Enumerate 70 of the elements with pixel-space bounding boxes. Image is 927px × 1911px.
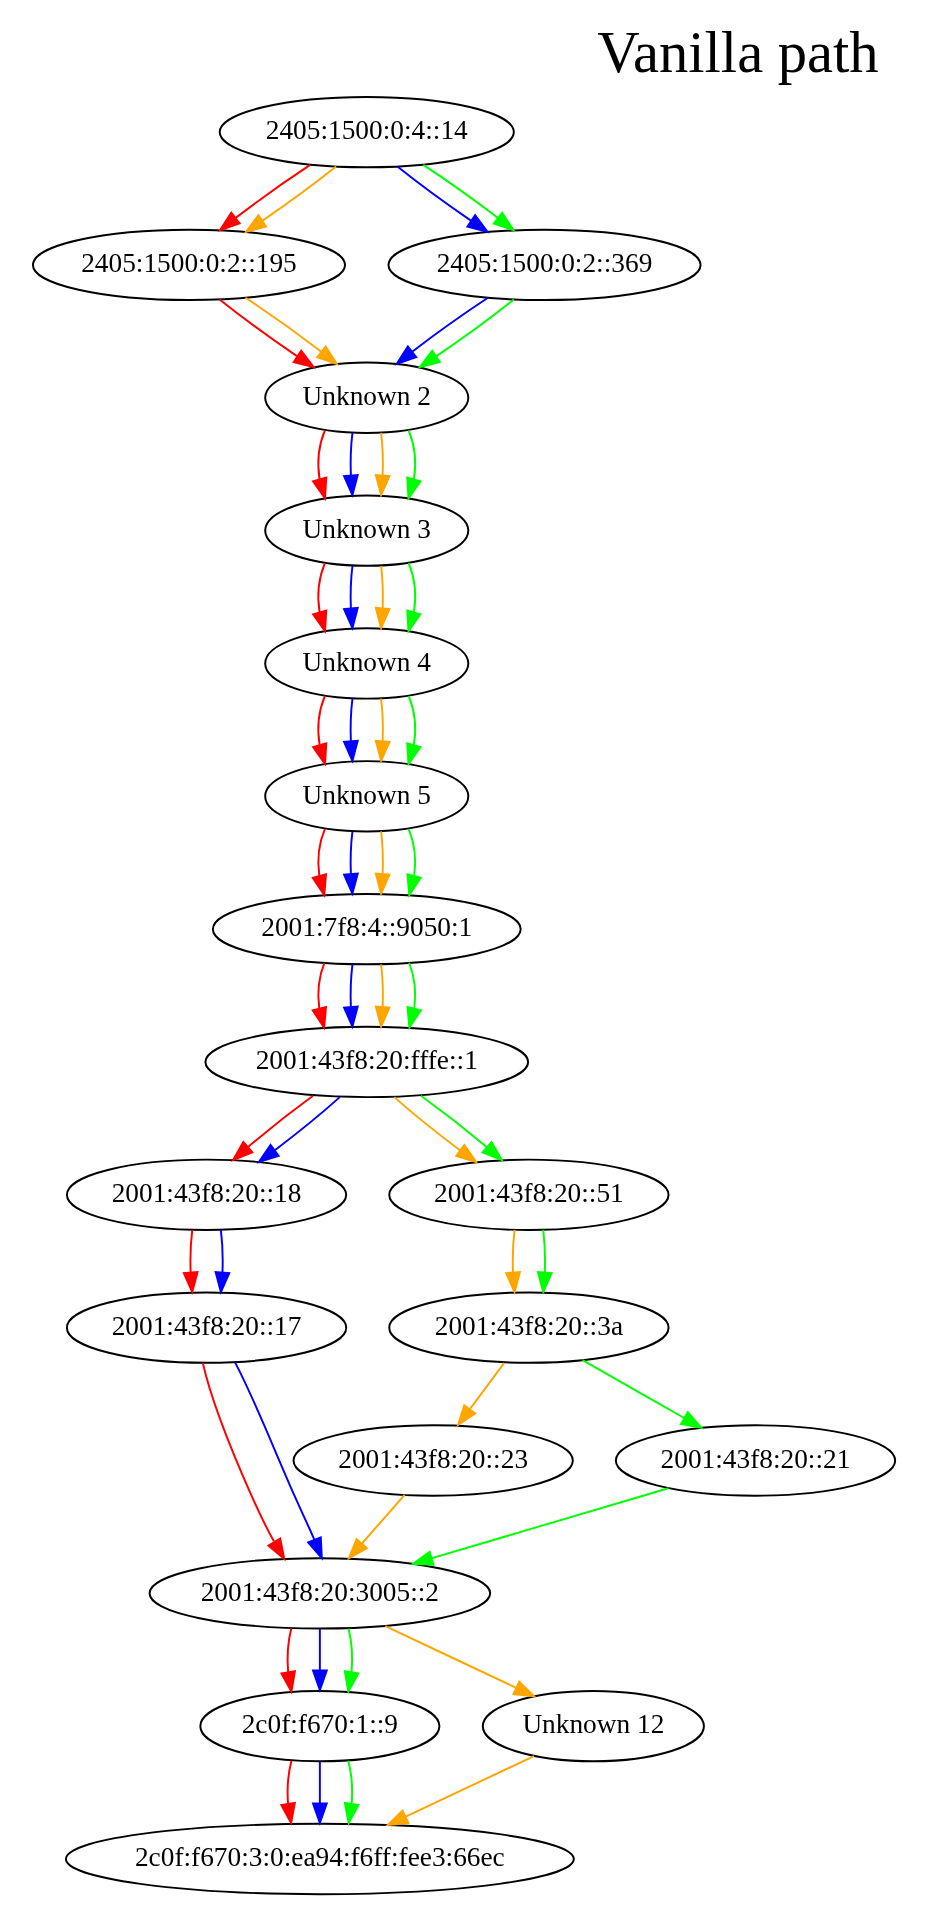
- arrow: [342, 564, 359, 631]
- arrow: [310, 961, 327, 1031]
- arrow: [201, 1362, 286, 1562]
- node-ellipse: 2001:43f8:20:fffe::1: [203, 1025, 529, 1099]
- arrow: [416, 298, 515, 369]
- arrow: [374, 431, 391, 499]
- node-ellipse: 2001:43f8:20::3a: [387, 1291, 670, 1364]
- arrow: [405, 827, 422, 898]
- arrow: [311, 429, 327, 502]
- node-ellipse: 2c0f:f670:1::9: [198, 1690, 440, 1763]
- diagram-title: Vanilla path: [596, 19, 879, 85]
- arrow: [311, 562, 327, 634]
- arrow: [393, 296, 489, 366]
- node-ellipse: 2405:1500:0:2::195: [31, 228, 346, 302]
- arrow: [405, 429, 422, 502]
- arrow: [419, 1094, 504, 1162]
- arrow: [218, 298, 316, 369]
- arrow: [405, 562, 422, 634]
- arrow: [405, 694, 422, 767]
- arrow: [233, 1361, 323, 1561]
- arrow: [342, 963, 359, 1030]
- arrow: [279, 1627, 296, 1695]
- arrow: [409, 1487, 669, 1566]
- arrow: [217, 163, 311, 232]
- arrow: [311, 1761, 328, 1826]
- arrow: [384, 1755, 535, 1827]
- node-ellipse: Unknown 4: [263, 627, 469, 700]
- arrow: [421, 163, 516, 232]
- arrow: [342, 431, 359, 499]
- arrow: [230, 1094, 314, 1162]
- node-ellipse: 2c0f:f670:3:0:ea94:f6ff:fee3:66ec: [64, 1822, 575, 1896]
- arrow: [383, 1625, 537, 1698]
- node-ellipse: 2405:1500:0:4::14: [218, 95, 515, 169]
- arrow: [311, 694, 327, 767]
- node-ellipse: 2405:1500:0:2::369: [387, 228, 702, 302]
- node-ellipse: Unknown 2: [263, 361, 469, 434]
- arrow: [405, 961, 422, 1031]
- arrow: [343, 1759, 360, 1827]
- arrow: [310, 827, 327, 898]
- arrow: [455, 1361, 505, 1428]
- arrow: [392, 1096, 478, 1164]
- arrow: [346, 1494, 406, 1561]
- arrow: [374, 564, 391, 631]
- arrow: [374, 963, 391, 1030]
- node-ellipse: 2001:43f8:20::51: [387, 1158, 670, 1231]
- node-ellipse: Unknown 5: [263, 760, 469, 833]
- node-ellipse: 2001:43f8:20::18: [65, 1158, 347, 1231]
- node-ellipse: 2001:7f8:4::9050:1: [211, 893, 522, 966]
- arrow: [504, 1229, 521, 1296]
- arrow: [343, 1627, 360, 1695]
- arrow: [374, 697, 391, 764]
- node-ellipse: Unknown 3: [263, 494, 469, 567]
- arrow: [581, 1359, 704, 1430]
- arrow: [311, 1628, 328, 1694]
- node-ellipse: 2001:43f8:20::23: [292, 1424, 574, 1497]
- arrow: [342, 830, 359, 897]
- node-ellipse: 2001:43f8:20:3005::2: [148, 1557, 491, 1630]
- arrow: [279, 1759, 296, 1827]
- arrow: [256, 1096, 341, 1164]
- arrow: [536, 1229, 553, 1296]
- arrow: [395, 165, 490, 234]
- node-ellipse: 2001:43f8:20::21: [614, 1424, 896, 1497]
- arrow: [244, 296, 339, 366]
- arrow: [243, 165, 337, 234]
- node-ellipse: Unknown 12: [481, 1690, 705, 1763]
- arrow: [342, 697, 359, 764]
- arrow: [374, 830, 391, 897]
- arrow: [213, 1229, 231, 1296]
- node-ellipse: 2001:43f8:20::17: [65, 1291, 347, 1364]
- arrow: [181, 1229, 199, 1296]
